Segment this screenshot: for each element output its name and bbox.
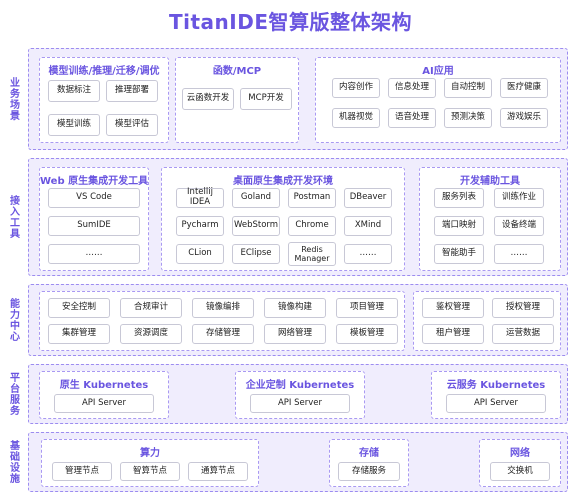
aux-tool-item: …… — [494, 244, 544, 264]
layer-label-platform: 平台服务 — [7, 372, 19, 416]
ai-app-panel: AI应用 内容创作 信息处理 自动控制 医疗健康 机器视觉 语音处理 预测决策 … — [315, 57, 561, 143]
layer-label-access: 接入工具 — [7, 195, 19, 239]
training-item: 模型训练 — [48, 114, 100, 136]
desktop-ide-item: XMind — [344, 216, 392, 236]
api-server-box: API Server — [446, 394, 546, 413]
ai-app-item: 语音处理 — [388, 108, 436, 128]
function-item: MCP开发 — [240, 88, 292, 110]
training-panel-title: 模型训练/推理/迁移/调优 — [48, 66, 160, 77]
platform-layer: 原生 Kubernetes API Server 企业定制 Kubernetes… — [28, 364, 568, 424]
aux-tool-item: 训练作业 — [494, 188, 544, 208]
web-tool-item: …… — [48, 244, 140, 264]
capability-item: 运营数据 — [492, 324, 554, 344]
capability-layer: 安全控制 合规审计 镜像编排 镜像构建 项目管理 集群管理 资源调度 存储管理 … — [28, 284, 568, 356]
function-panel: 函数/MCP 云函数开发 MCP开发 — [175, 57, 299, 143]
aux-tool-item: 端口映射 — [434, 216, 484, 236]
ai-app-item: 预测决策 — [444, 108, 492, 128]
compute-panel-title: 算力 — [140, 448, 160, 459]
capability-item: 网络管理 — [264, 324, 326, 344]
compute-node: 通算节点 — [188, 462, 248, 481]
aux-tool-item: 设备终端 — [494, 216, 544, 236]
capability-item: 租户管理 — [422, 324, 484, 344]
capability-item: 项目管理 — [336, 298, 398, 318]
ai-app-item: 内容创作 — [332, 78, 380, 98]
storage-panel-title: 存储 — [359, 448, 379, 459]
capability-item: 集群管理 — [48, 324, 110, 344]
web-tools-panel-title: Web 原生集成开发工具 — [40, 176, 149, 187]
aux-tools-panel: 开发辅助工具 服务列表 训练作业 端口映射 设备终端 智能助手 …… — [419, 167, 561, 271]
desktop-ide-item: Redis Manager — [288, 242, 336, 266]
desktop-ide-item: DBeaver — [344, 188, 392, 208]
switch-box: 交换机 — [490, 462, 550, 481]
desktop-ide-panel: 桌面原生集成开发环境 Intellij IDEA Goland Postman … — [161, 167, 405, 271]
aux-tools-panel-title: 开发辅助工具 — [460, 176, 520, 187]
compute-node: 管理节点 — [52, 462, 112, 481]
capability-right-panel: 鉴权管理 授权管理 租户管理 运营数据 — [413, 291, 561, 351]
page-title: TitanIDE智算版整体架构 — [169, 10, 412, 34]
training-item: 推理部署 — [106, 80, 158, 102]
desktop-ide-item: Intellij IDEA — [176, 187, 224, 208]
desktop-ide-item: WebStorm — [232, 216, 280, 236]
storage-panel: 存储 存储服务 — [329, 439, 409, 487]
api-server-box: API Server — [54, 394, 154, 413]
desktop-ide-panel-title: 桌面原生集成开发环境 — [233, 176, 333, 187]
desktop-ide-item: Chrome — [288, 216, 336, 236]
aux-tool-item: 服务列表 — [434, 188, 484, 208]
training-item: 模型评估 — [106, 114, 158, 136]
ai-app-item: 游戏娱乐 — [500, 108, 548, 128]
infra-layer: 算力 管理节点 智算节点 通算节点 存储 存储服务 网络 交换机 — [28, 432, 568, 492]
web-tool-item: SumIDE — [48, 216, 140, 236]
capability-item: 镜像构建 — [264, 298, 326, 318]
ai-app-item: 信息处理 — [388, 78, 436, 98]
layer-label-business: 业务场景 — [7, 77, 19, 121]
custom-k8s-panel: 企业定制 Kubernetes API Server — [235, 371, 365, 419]
layer-label-capability: 能力中心 — [7, 298, 19, 342]
native-k8s-panel: 原生 Kubernetes API Server — [39, 371, 169, 419]
cloud-k8s-title: 云服务 Kubernetes — [446, 380, 546, 391]
ai-app-panel-title: AI应用 — [422, 66, 454, 77]
capability-item: 授权管理 — [492, 298, 554, 318]
business-layer: 模型训练/推理/迁移/调优 数据标注 推理部署 模型训练 模型评估 函数/MCP… — [28, 48, 568, 150]
capability-item: 资源调度 — [120, 324, 182, 344]
capability-item: 鉴权管理 — [422, 298, 484, 318]
native-k8s-title: 原生 Kubernetes — [59, 380, 149, 391]
capability-item: 合规审计 — [120, 298, 182, 318]
capability-item: 存储管理 — [192, 324, 254, 344]
desktop-ide-item: …… — [344, 244, 392, 264]
desktop-ide-item: Pycharm — [176, 216, 224, 236]
capability-item: 镜像编排 — [192, 298, 254, 318]
ai-app-item: 机器视觉 — [332, 108, 380, 128]
web-tool-item: VS Code — [48, 188, 140, 208]
desktop-ide-item: CLion — [176, 244, 224, 264]
desktop-ide-item: Goland — [232, 188, 280, 208]
training-panel: 模型训练/推理/迁移/调优 数据标注 推理部署 模型训练 模型评估 — [39, 57, 169, 143]
aux-tool-item: 智能助手 — [434, 244, 484, 264]
access-layer: Web 原生集成开发工具 VS Code SumIDE …… 桌面原生集成开发环… — [28, 158, 568, 276]
capability-left-panel: 安全控制 合规审计 镜像编排 镜像构建 项目管理 集群管理 资源调度 存储管理 … — [39, 291, 405, 351]
function-item: 云函数开发 — [182, 88, 234, 110]
web-tools-panel: Web 原生集成开发工具 VS Code SumIDE …… — [39, 167, 149, 271]
layer-label-infra: 基础设施 — [7, 440, 19, 484]
capability-item: 安全控制 — [48, 298, 110, 318]
function-panel-title: 函数/MCP — [212, 66, 262, 77]
training-item: 数据标注 — [48, 80, 100, 102]
compute-node: 智算节点 — [120, 462, 180, 481]
api-server-box: API Server — [250, 394, 350, 413]
compute-panel: 算力 管理节点 智算节点 通算节点 — [41, 439, 259, 487]
desktop-ide-item: Postman — [288, 188, 336, 208]
network-panel-title: 网络 — [510, 448, 530, 459]
network-panel: 网络 交换机 — [479, 439, 561, 487]
custom-k8s-title: 企业定制 Kubernetes — [245, 380, 355, 391]
desktop-ide-item: EClipse — [232, 244, 280, 264]
ai-app-item: 自动控制 — [444, 78, 492, 98]
cloud-k8s-panel: 云服务 Kubernetes API Server — [431, 371, 561, 419]
capability-item: 模板管理 — [336, 324, 398, 344]
storage-service-box: 存储服务 — [338, 462, 400, 481]
ai-app-item: 医疗健康 — [500, 78, 548, 98]
